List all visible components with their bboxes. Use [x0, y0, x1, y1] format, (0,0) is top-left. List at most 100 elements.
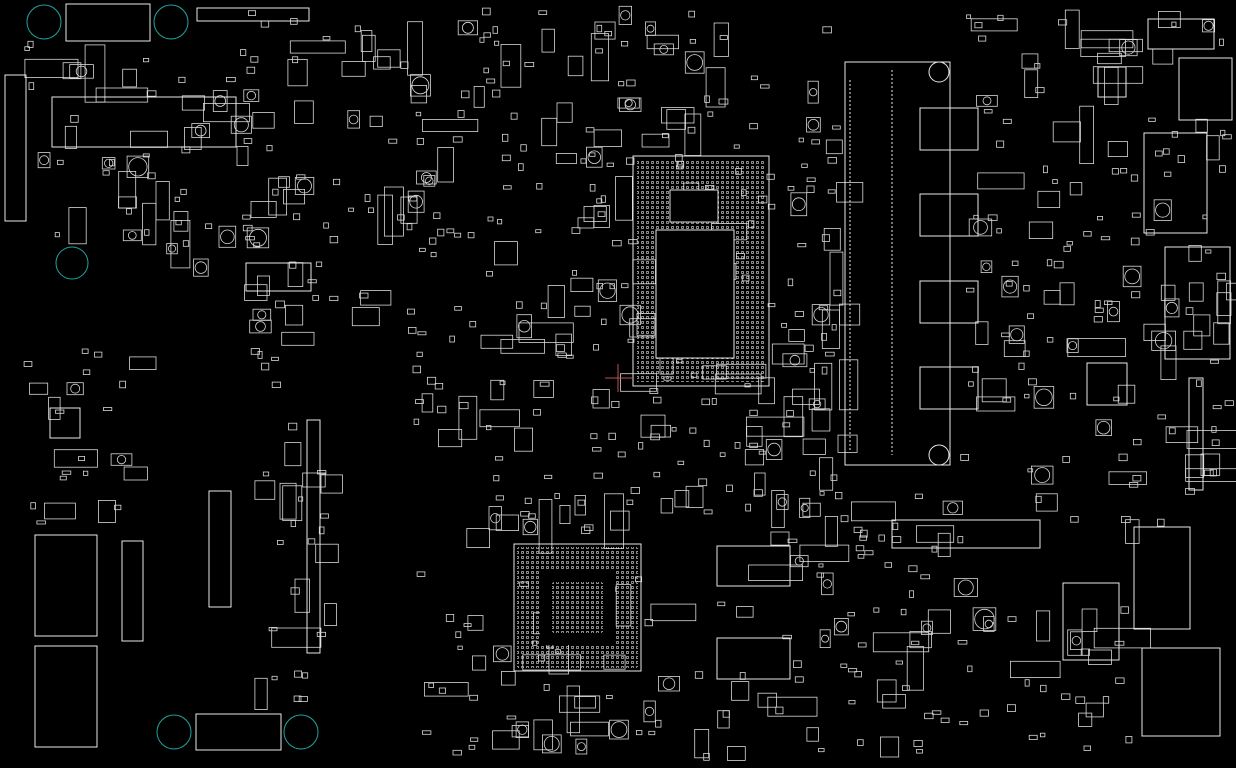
component: [83, 471, 87, 475]
component: [98, 500, 115, 522]
component: [418, 332, 426, 335]
component: [822, 235, 829, 242]
component: [261, 21, 269, 27]
component: [798, 243, 806, 246]
component: [495, 457, 502, 460]
component: [590, 184, 595, 191]
component: [389, 139, 397, 143]
component: [592, 397, 598, 404]
component: [840, 360, 858, 410]
component: [910, 591, 914, 598]
component: [826, 140, 842, 154]
component: [427, 377, 435, 384]
component: [55, 233, 59, 237]
component: [761, 85, 770, 88]
pch-bga[interactable]: [514, 544, 641, 671]
component: [568, 56, 583, 75]
mounting-hole: [56, 247, 88, 279]
component: [815, 363, 832, 410]
component: [325, 604, 337, 626]
memory-chips: [920, 108, 978, 409]
component: [1214, 323, 1229, 344]
component: [943, 501, 962, 514]
capacitor: [258, 311, 266, 319]
component: [745, 450, 763, 465]
component: [851, 502, 895, 521]
component: [407, 309, 414, 314]
component: [907, 646, 923, 690]
component: [1189, 283, 1203, 301]
component: [24, 362, 32, 367]
component: [540, 382, 549, 386]
component: [1096, 420, 1112, 436]
component: [295, 101, 314, 124]
component: [758, 693, 777, 707]
capacitor: [544, 736, 559, 751]
component: [272, 357, 279, 360]
component: [446, 614, 453, 621]
component: [912, 641, 919, 645]
usb-connector: [35, 646, 97, 747]
component: [587, 147, 603, 167]
capacitor: [168, 245, 175, 252]
component: [1184, 331, 1202, 349]
component: [1036, 88, 1044, 93]
component: [555, 494, 560, 499]
component: [491, 380, 504, 400]
component: [782, 323, 787, 327]
capacitor: [822, 635, 829, 642]
component: [958, 537, 963, 543]
component: [183, 241, 188, 247]
component: [1105, 67, 1119, 104]
component: [104, 408, 112, 411]
component: [901, 609, 906, 615]
component: [865, 551, 873, 555]
component: [892, 537, 900, 543]
component: [267, 146, 272, 151]
component: [493, 731, 520, 749]
component: [1047, 338, 1053, 343]
component: [619, 82, 624, 86]
component: [1065, 10, 1079, 48]
component: [971, 19, 1017, 31]
component: [130, 357, 156, 370]
component: [1165, 299, 1179, 317]
port-connector: [1142, 648, 1220, 736]
component: [575, 697, 596, 708]
capacitor: [985, 620, 993, 628]
component: [1024, 285, 1029, 291]
component: [590, 153, 596, 156]
component: [69, 208, 86, 244]
capacitor: [1035, 468, 1050, 483]
connector: [5, 75, 26, 221]
component: [1025, 394, 1029, 398]
component: [71, 115, 79, 122]
component: [521, 145, 527, 151]
component: [618, 452, 625, 457]
capacitor: [645, 707, 653, 715]
component: [685, 52, 704, 73]
component: [1207, 136, 1220, 160]
component: [678, 461, 684, 464]
component: [958, 641, 967, 645]
capacitor: [496, 648, 509, 661]
component: [571, 722, 609, 736]
component: [213, 91, 227, 112]
component: [841, 516, 848, 522]
component: [1084, 232, 1092, 237]
ram-slot[interactable]: [845, 62, 950, 465]
component: [429, 683, 434, 687]
component: [699, 479, 707, 486]
component: [480, 38, 484, 43]
component: [175, 197, 180, 201]
component: [910, 632, 932, 648]
cpu-bga[interactable]: [633, 156, 769, 386]
keyboard-connector: [307, 420, 320, 653]
component: [1146, 230, 1154, 236]
component: [1044, 291, 1060, 305]
component: [1062, 694, 1070, 700]
capacitor: [836, 621, 847, 632]
component: [767, 174, 774, 179]
